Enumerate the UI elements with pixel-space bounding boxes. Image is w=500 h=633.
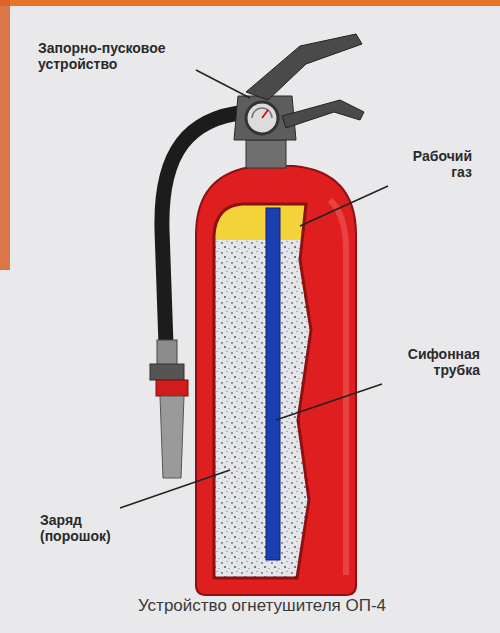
side-strip xyxy=(0,0,10,270)
leader-line xyxy=(276,384,382,420)
nozzle xyxy=(160,396,184,478)
leader-line xyxy=(120,470,230,508)
top-strip xyxy=(0,0,500,6)
pressure-gauge xyxy=(246,102,278,134)
lower-lever xyxy=(282,100,364,128)
gauge-needle xyxy=(262,110,268,118)
leader-line xyxy=(300,186,388,226)
part-label: Запорно-пусковое устройство xyxy=(38,40,203,72)
caption: Устройство огнетушителя ОП-4 xyxy=(138,596,386,616)
hose-fitting xyxy=(157,340,177,366)
leader-line xyxy=(196,70,250,98)
siphon-tube xyxy=(266,208,280,560)
part-label: Сифонная трубка xyxy=(370,346,480,378)
powder-charge xyxy=(200,200,320,600)
hose-clamp xyxy=(156,380,188,396)
valve-neck xyxy=(246,140,286,168)
part-label: Заряд (порошок) xyxy=(40,512,150,544)
gauge-scale xyxy=(252,108,272,118)
cut-edge xyxy=(214,204,311,578)
hose-nut xyxy=(150,364,184,380)
body-highlight xyxy=(330,200,346,575)
part-label: Рабочий газ xyxy=(392,148,472,180)
upper-lever xyxy=(246,34,362,100)
